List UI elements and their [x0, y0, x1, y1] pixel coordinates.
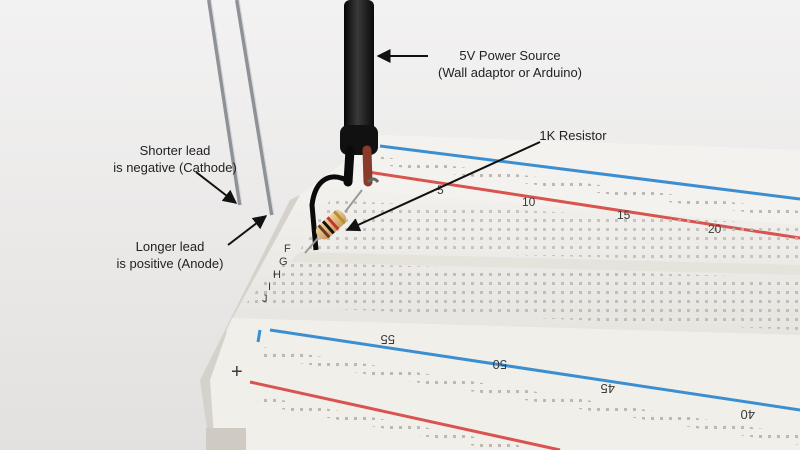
- led-leads: [207, 0, 275, 216]
- longer-lead-label: Longer lead is positive (Anode): [105, 238, 235, 272]
- col-num-55: 55: [381, 332, 395, 347]
- arrow-anode: [227, 215, 268, 246]
- power-cable: [309, 0, 380, 251]
- col-num-5: 5: [437, 183, 444, 197]
- col-num-10: 10: [522, 195, 536, 209]
- row-letter-i: I: [268, 281, 271, 293]
- col-num-40: 40: [741, 407, 755, 422]
- col-num-20: 20: [708, 222, 722, 236]
- power-source-line1: 5V Power Source: [459, 48, 561, 63]
- longer-lead-line2: is positive (Anode): [116, 256, 224, 271]
- breadboard: + 5 10 15 20 55 50 45 40 F G H I J: [200, 135, 800, 450]
- resistor-label: 1K Resistor: [528, 127, 618, 144]
- col-num-50: 50: [493, 357, 507, 372]
- row-letter-f: F: [284, 243, 291, 255]
- shorter-lead-line2: is negative (Cathode): [113, 160, 237, 175]
- arrow-resistor: [345, 141, 541, 232]
- resistor: [304, 189, 363, 254]
- rail-plus-mark: +: [231, 361, 243, 383]
- power-source-line2: (Wall adaptor or Arduino): [437, 65, 583, 80]
- power-source-label: 5V Power Source (Wall adaptor or Arduino…: [425, 47, 595, 81]
- row-letter-h: H: [273, 269, 281, 281]
- row-letter-j: J: [262, 293, 268, 305]
- longer-lead-line1: Longer lead: [135, 239, 205, 254]
- row-letter-g: G: [279, 256, 288, 268]
- rail-minus-mark: [256, 329, 262, 343]
- col-num-45: 45: [601, 381, 615, 396]
- col-num-15: 15: [617, 208, 631, 222]
- shorter-lead-line1: Shorter lead: [139, 143, 211, 158]
- shorter-lead-label: Shorter lead is negative (Cathode): [105, 142, 245, 176]
- annotation-arrows: [195, 49, 541, 246]
- arrow-cathode: [195, 171, 238, 204]
- resistor-label-text: 1K Resistor: [539, 128, 607, 143]
